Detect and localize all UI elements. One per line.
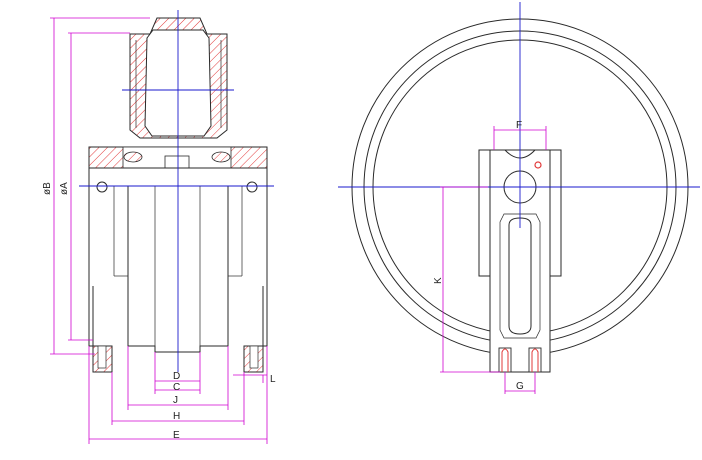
seal-left	[123, 151, 143, 163]
stud-right	[528, 347, 542, 373]
dim-label-d: D	[173, 371, 180, 382]
dim-label-f: F	[516, 120, 522, 131]
dim-label-phi-a: øA	[59, 182, 70, 195]
bolt-hole-right	[246, 181, 258, 193]
stud-left	[498, 347, 512, 373]
adjust-slot	[508, 217, 532, 335]
dim-label-j: J	[173, 395, 178, 406]
dim-label-g: G	[516, 381, 524, 392]
bolt-hole-left	[96, 181, 108, 193]
side-section-view: øB øA D C J H E L	[42, 10, 276, 444]
front-view: F K G	[338, 2, 700, 394]
grease-fitting	[534, 161, 542, 169]
dim-label-h: H	[173, 411, 180, 422]
dim-label-c: C	[173, 382, 180, 393]
dim-label-e: E	[173, 430, 180, 441]
dim-label-l: L	[270, 374, 276, 385]
dim-label-phi-b: øB	[42, 182, 53, 195]
seal-right	[211, 151, 231, 163]
dim-label-k: K	[433, 277, 444, 284]
